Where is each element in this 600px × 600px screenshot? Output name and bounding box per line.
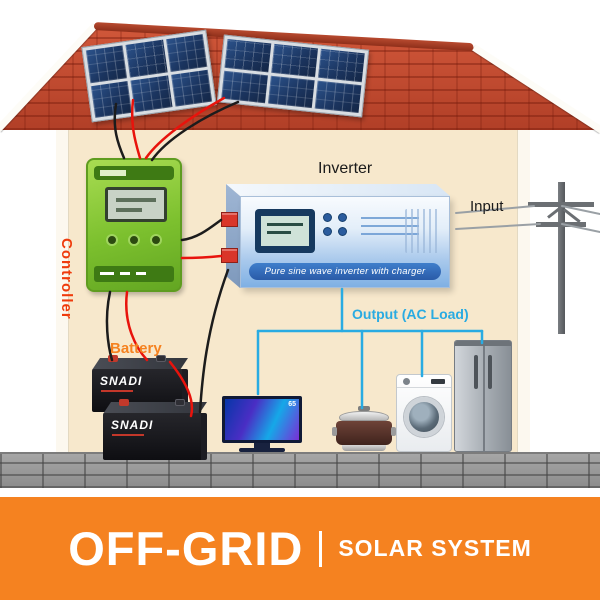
rice-cooker — [332, 406, 396, 452]
solar-panel — [165, 34, 208, 72]
controller-label: Controller — [58, 238, 75, 320]
battery-brand: SNADI — [100, 374, 143, 388]
controller-button — [150, 234, 162, 246]
pole-brace — [563, 208, 581, 223]
refrigerator — [454, 340, 512, 452]
solar-panel — [267, 75, 315, 109]
input-label: Input — [470, 198, 504, 215]
controller-button — [128, 234, 140, 246]
battery-terminal-positive — [119, 399, 129, 406]
tv-stand-base — [239, 448, 285, 452]
inverter-terminal-top — [221, 212, 238, 227]
solar-panel — [130, 74, 173, 113]
inverter-label: Inverter — [318, 160, 373, 177]
inverter-top-face — [226, 184, 450, 196]
controller-button — [106, 234, 118, 246]
inverter-vent — [405, 209, 439, 253]
banner-subtitle: SOLAR SYSTEM — [338, 535, 532, 561]
washer-display — [431, 379, 445, 384]
fridge-handle-left — [474, 355, 478, 389]
cooker-body — [332, 421, 396, 445]
solar-panel — [318, 48, 365, 82]
battery-brand-underline — [101, 390, 133, 392]
cooker-lid-knob — [358, 406, 370, 411]
inverter-button — [337, 227, 347, 236]
solar-panel — [90, 80, 133, 118]
battery-bottom: SNADI — [103, 399, 207, 460]
solar-panel — [271, 43, 319, 77]
banner-title: OFF-GRID — [68, 522, 304, 575]
inverter-button — [323, 213, 332, 222]
television: 65 — [222, 396, 302, 452]
cooker-lid — [339, 411, 389, 421]
battery-terminal-negative — [175, 399, 185, 406]
fridge-handle-right — [488, 355, 492, 389]
controller-buttons — [88, 234, 180, 246]
fridge-door-divider — [483, 346, 485, 451]
wall-corner-left — [56, 129, 69, 453]
inverter-side-face — [226, 184, 240, 288]
controller-bottom-band — [94, 266, 174, 282]
inverter-button — [323, 227, 332, 236]
ground — [0, 452, 600, 488]
inverter-buttons — [323, 213, 347, 253]
solar-panel — [314, 80, 362, 114]
controller-top-bar — [94, 166, 174, 180]
banner: OFF-GRID SOLAR SYSTEM — [0, 497, 600, 600]
cooker-base — [342, 445, 386, 451]
solar-panel — [221, 70, 268, 104]
battery-brand-underline — [112, 434, 144, 436]
solar-panel — [170, 69, 213, 107]
inverter-lcd-screen — [255, 209, 315, 253]
controller-lcd-screen — [105, 187, 167, 222]
inverter-button — [337, 213, 347, 222]
pole-post — [558, 182, 565, 334]
utility-pole — [528, 182, 600, 334]
solar-panel — [224, 38, 272, 72]
battery-front: SNADI — [103, 413, 207, 460]
solar-panel — [85, 45, 128, 83]
washer-door — [404, 397, 444, 437]
tv-screen: 65 — [222, 396, 302, 443]
battery-terminal-negative — [156, 355, 166, 362]
battery-label: Battery — [110, 340, 162, 357]
washer-control-panel — [397, 375, 451, 388]
battery-brand: SNADI — [111, 418, 154, 432]
banner-divider — [319, 530, 323, 567]
tv-stand-neck — [254, 443, 270, 448]
washing-machine — [396, 374, 452, 452]
inverter-terminal-bottom — [221, 248, 238, 263]
output-label: Output (AC Load) — [352, 306, 469, 322]
charge-controller — [86, 158, 182, 292]
washer-knob — [403, 378, 410, 385]
solar-panel — [125, 39, 168, 78]
inverter-tagline: Pure sine wave inverter with charger — [249, 263, 441, 280]
inverter-spec-lines — [361, 213, 419, 235]
inverter: Pure sine wave inverter with charger — [240, 196, 450, 288]
tv-size-badge: 65 — [288, 401, 296, 408]
